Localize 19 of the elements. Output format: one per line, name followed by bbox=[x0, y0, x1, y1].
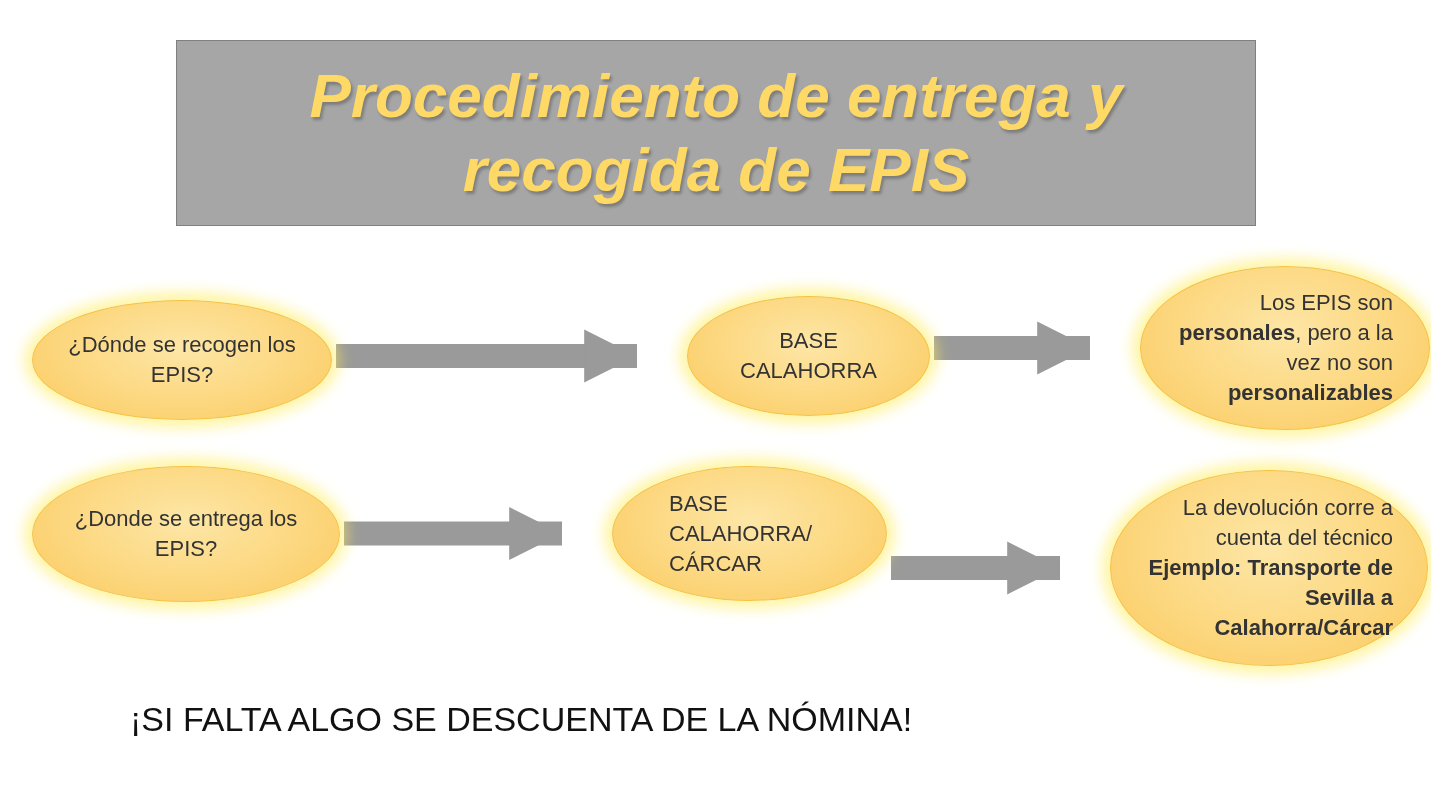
node-text: BASE CALAHORRA bbox=[739, 327, 878, 385]
ellipse-node bbox=[1110, 470, 1428, 666]
ellipse-node bbox=[612, 466, 887, 601]
block-arrow bbox=[934, 321, 1090, 375]
ellipse-node bbox=[687, 296, 930, 416]
node-text: ¿Donde se entrega los EPIS? bbox=[73, 505, 299, 563]
node-text: BASE CALAHORRA/ CÁRCAR bbox=[669, 489, 814, 578]
block-arrow bbox=[891, 541, 1060, 595]
block-arrow bbox=[336, 329, 637, 383]
ellipse-node bbox=[1140, 266, 1430, 430]
title-banner: Procedimiento de entrega y recogida de EPIS bbox=[176, 40, 1256, 226]
node-text: La devolución corre a cuenta del técnico bbox=[1181, 494, 1393, 552]
node-text: ¿Dónde se recogen los EPIS? bbox=[67, 331, 297, 389]
node-text: Los EPIS son personales, pero a la vez no son personalizables bbox=[1178, 289, 1393, 407]
ellipse-node bbox=[32, 300, 332, 420]
block-arrow bbox=[344, 507, 562, 560]
ellipse-node bbox=[32, 466, 340, 602]
note-text: ¡SI FALTA ALGO SE DESCUENTA DE LA NÓMINA! bbox=[130, 700, 913, 739]
node-text: Ejemplo: Transporte de Sevilla a Calahorra/Cárcar bbox=[1147, 554, 1393, 642]
